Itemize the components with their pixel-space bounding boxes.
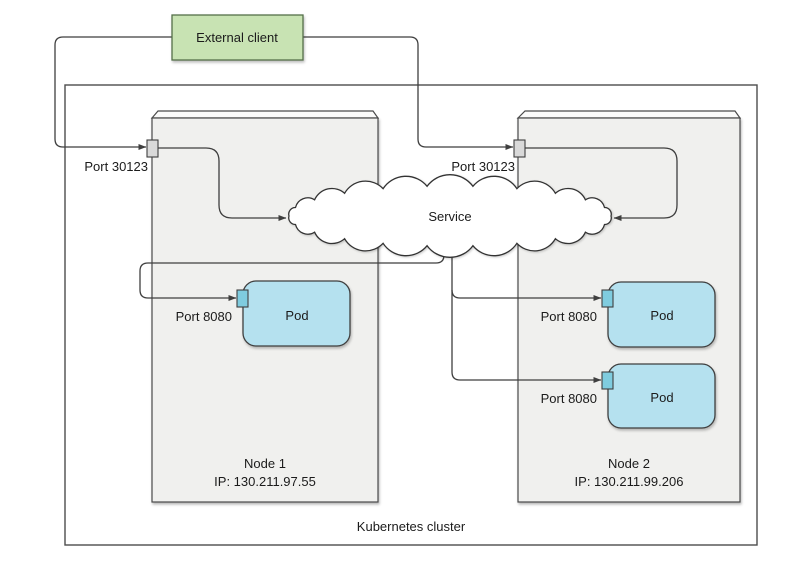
node-1-name: Node 1	[244, 456, 286, 471]
arrow-service-to-node1-pod	[139, 244, 445, 301]
arrow-service-to-node2-pod1	[451, 289, 602, 301]
node-2-pod-1-label: Pod	[650, 308, 673, 323]
arrow-node2-port-to-service	[525, 147, 678, 221]
node-1-pod-port-label: Port 8080	[176, 309, 232, 324]
arrow-client-to-node2-port	[303, 36, 514, 150]
node-2-pod-1-port-connector	[601, 289, 614, 308]
arrow-service-to-node2-pod2	[451, 244, 602, 383]
node-1-pod-port-connector	[236, 289, 249, 308]
node-1-top-face	[150, 110, 380, 119]
node-1-nodeport-connector	[146, 139, 159, 158]
arrow-client-to-node1-port	[54, 36, 172, 150]
node-2-pod-2-label: Pod	[650, 390, 673, 405]
node-1-pod	[242, 280, 351, 347]
node-2-pod-1-port-label: Port 8080	[541, 309, 597, 324]
kubernetes-cluster-label: Kubernetes cluster	[357, 519, 466, 534]
arrow-node1-port-to-service	[158, 147, 287, 221]
node-2-nodeport-label: Port 30123	[451, 159, 515, 174]
node-2-top-face	[516, 110, 742, 119]
node-2-pod-2	[607, 363, 716, 429]
service-label: Service	[428, 209, 471, 224]
node-1-ip: IP: 130.211.97.55	[214, 474, 316, 489]
external-client-box	[171, 14, 304, 61]
node-2-name: Node 2	[608, 456, 650, 471]
node-2-pod-2-port-connector	[601, 371, 614, 390]
node-1-nodeport-label: Port 30123	[84, 159, 148, 174]
external-client-label: External client	[196, 30, 278, 45]
node-2-pod-2-port-label: Port 8080	[541, 391, 597, 406]
service-cloud	[288, 174, 612, 258]
node-2-pod-1	[607, 281, 716, 348]
node-2-nodeport-connector	[513, 139, 526, 158]
node-2-ip: IP: 130.211.99.206	[575, 474, 684, 489]
node-1-pod-label: Pod	[285, 308, 308, 323]
